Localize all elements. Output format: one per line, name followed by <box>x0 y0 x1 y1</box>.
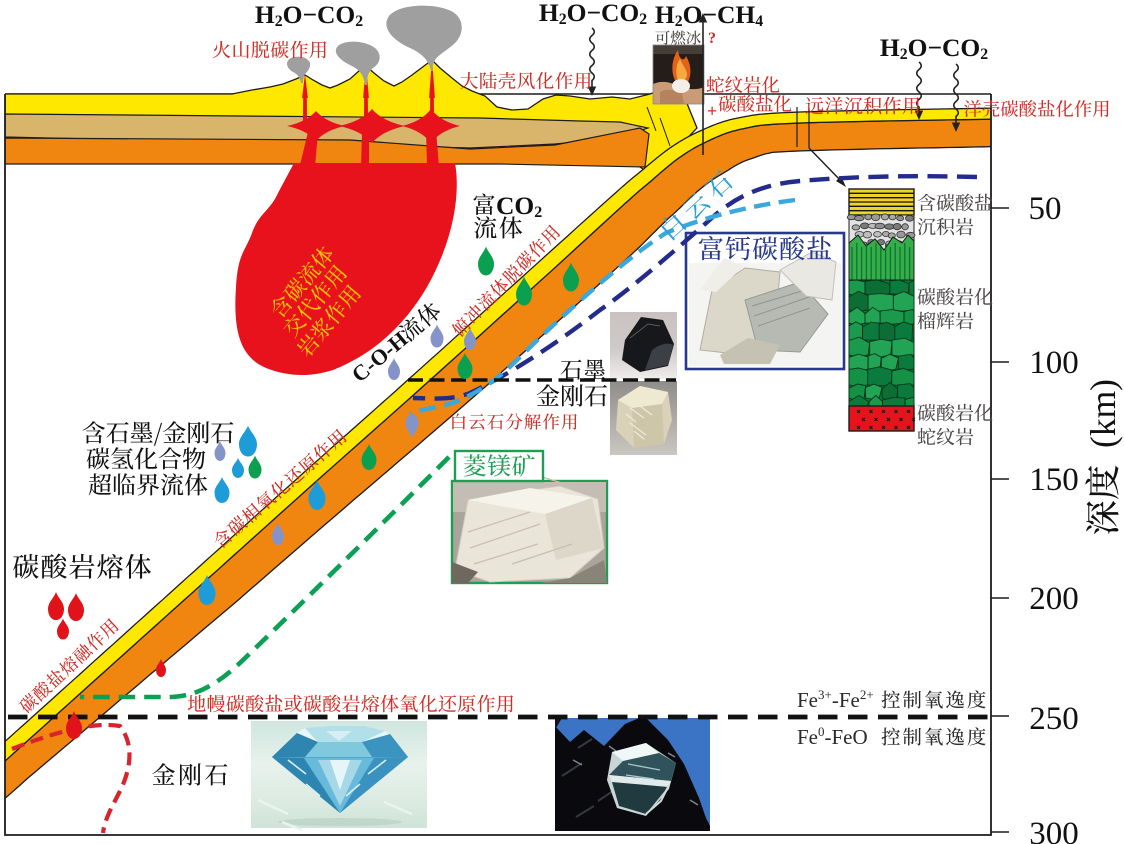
svg-text:H2O−CH4: H2O−CH4 <box>655 0 763 30</box>
svg-text:100: 100 <box>1029 345 1079 381</box>
svg-text:Fe0-FeO: Fe0-FeO <box>797 724 868 749</box>
svg-text:H2O−CO2: H2O−CO2 <box>255 0 363 30</box>
svg-text:CO2: CO2 <box>496 191 542 221</box>
svg-text:H2O−CO2: H2O−CO2 <box>539 0 647 28</box>
svg-text:200: 200 <box>1029 581 1079 617</box>
svg-text:150: 150 <box>1029 462 1079 498</box>
svg-text:Fe3+-Fe2+: Fe3+-Fe2+ <box>797 687 874 712</box>
svg-text:250: 250 <box>1029 701 1079 737</box>
svg-text:50: 50 <box>1029 191 1062 227</box>
svg-text:+: + <box>707 101 717 121</box>
svg-text:(km): (km) <box>1083 379 1123 448</box>
svg-text:H2O−CO2: H2O−CO2 <box>880 33 988 63</box>
svg-text:300: 300 <box>1029 816 1079 844</box>
svg-text:?: ? <box>708 30 716 47</box>
